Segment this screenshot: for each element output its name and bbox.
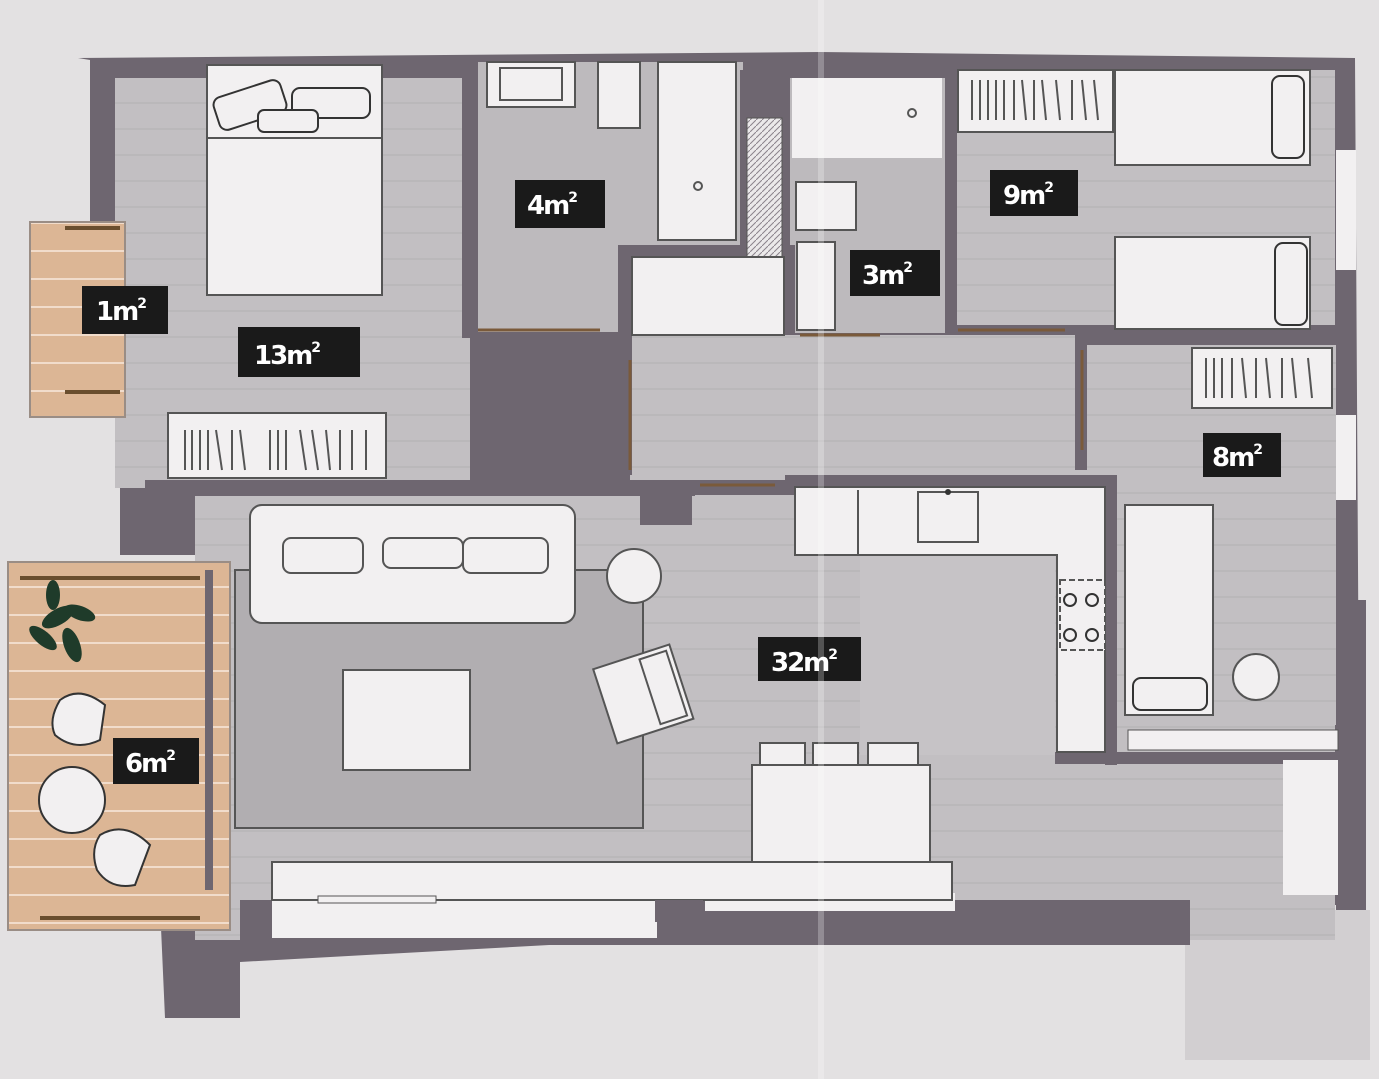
wall [205, 570, 213, 890]
storage-closet [631, 256, 785, 336]
area-sup: 2 [137, 296, 146, 312]
area-sup: 2 [166, 748, 175, 764]
wall [145, 480, 695, 496]
area-label-main-bathroom: 4m2 [515, 180, 605, 228]
dining-chair [812, 742, 859, 766]
window [1283, 760, 1338, 895]
svg-text:6m2: 6m2 [125, 748, 175, 779]
area-value: 3m [862, 261, 904, 291]
area-label-bedroom-three: 8m2 [1203, 433, 1281, 477]
terrace-chair [93, 828, 152, 887]
area-sup: 2 [1253, 442, 1262, 458]
hangers [184, 429, 367, 471]
area-value: 6m [125, 749, 167, 779]
pillow [257, 109, 319, 133]
paper-fold [818, 0, 824, 1079]
wall [785, 245, 795, 335]
terrace-table [38, 766, 106, 834]
svg-text:3m2: 3m2 [862, 260, 912, 291]
sink-basin [499, 67, 563, 101]
area-value: 8m [1212, 443, 1254, 473]
armchair [591, 643, 695, 745]
sofa [249, 504, 576, 624]
area-label-living-room: 32m2 [758, 637, 861, 681]
svg-text:13m2: 13m2 [254, 340, 320, 371]
stove-icon [1059, 579, 1106, 651]
window [1127, 729, 1339, 751]
pillow [1274, 242, 1308, 326]
toilet [597, 61, 641, 129]
wall [1075, 335, 1337, 345]
wall [1105, 475, 1117, 765]
wardrobe [957, 69, 1114, 133]
wall-niche [655, 900, 703, 922]
area-label-small-bathroom: 3m2 [850, 250, 940, 296]
area-label-terrace: 6m2 [113, 738, 199, 784]
area-value: 9m [1003, 181, 1045, 211]
svg-text:32m2: 32m2 [771, 647, 837, 678]
area-value: 32m [771, 648, 829, 678]
area-sup: 2 [903, 260, 912, 276]
hallway-floor [630, 335, 1090, 480]
area-label-small-balcony: 1m2 [82, 286, 168, 334]
area-value: 13m [254, 341, 312, 371]
wall [1336, 600, 1366, 910]
area-label-bedroom-two: 9m2 [990, 170, 1078, 216]
wall [618, 245, 788, 257]
pillow [1271, 75, 1305, 159]
svg-text:9m2: 9m2 [1003, 180, 1053, 211]
window [1336, 415, 1356, 500]
bench [271, 861, 953, 901]
side-table [1232, 653, 1280, 701]
area-sup: 2 [311, 340, 320, 356]
area-sup: 2 [568, 190, 577, 206]
kitchen-sink [917, 491, 979, 543]
svg-text:8m2: 8m2 [1212, 442, 1262, 473]
svg-text:4m2: 4m2 [527, 190, 577, 221]
area-sup: 2 [1044, 180, 1053, 196]
wall [945, 70, 957, 332]
dining-table [751, 764, 931, 866]
kitchen-counter [794, 486, 1106, 753]
wall [1055, 752, 1340, 764]
kitchen-floor [860, 555, 1055, 755]
shower-tray [657, 61, 737, 241]
coffee-table [342, 669, 471, 771]
terrace-chair [51, 692, 107, 746]
shower-small [792, 78, 942, 158]
shaft [746, 117, 783, 267]
sink-small [796, 241, 836, 331]
wall [462, 58, 478, 338]
wall [785, 475, 1115, 487]
area-label-master-bedroom: 13m2 [238, 327, 360, 377]
area-sup: 2 [828, 647, 837, 663]
dining-chair [759, 742, 806, 766]
area-value: 1m [96, 297, 138, 327]
dining-chair [867, 742, 919, 766]
wall [640, 480, 692, 525]
side-table [606, 548, 662, 604]
area-value: 4m [527, 191, 569, 221]
pillow [212, 79, 288, 131]
toilet [795, 181, 857, 231]
pillow [1132, 677, 1208, 711]
plant-icon [29, 580, 96, 663]
tv-stand [317, 895, 437, 904]
window [1336, 150, 1356, 270]
svg-text:1m2: 1m2 [96, 296, 146, 327]
